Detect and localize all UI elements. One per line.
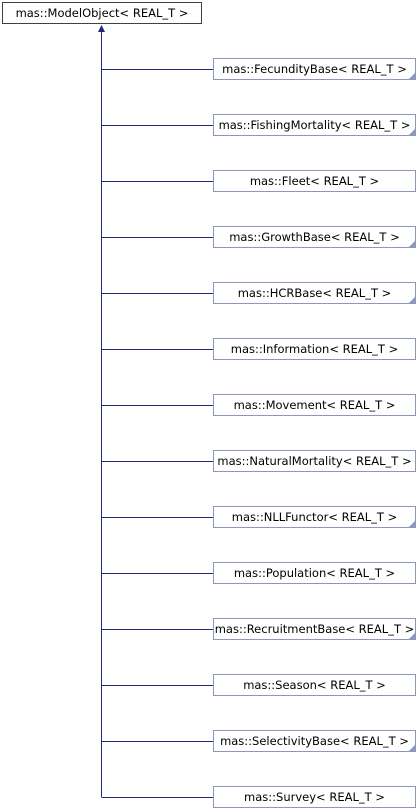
more-subclasses-marker	[409, 633, 415, 639]
derived-class-label: mas::Information< REAL_T >	[230, 342, 399, 356]
derived-class-node[interactable]: mas::FecundityBase< REAL_T >	[213, 58, 416, 80]
more-subclasses-marker	[409, 129, 415, 135]
derived-class-node[interactable]: mas::NaturalMortality< REAL_T >	[213, 450, 416, 472]
derived-class-node[interactable]: mas::Fleet< REAL_T >	[213, 170, 416, 192]
derived-class-label: mas::NaturalMortality< REAL_T >	[217, 454, 412, 468]
inheritance-edges	[98, 25, 213, 798]
derived-class-node[interactable]: mas::Season< REAL_T >	[213, 674, 416, 696]
derived-class-node[interactable]: mas::SelectivityBase< REAL_T >	[213, 730, 416, 752]
more-subclasses-marker	[409, 745, 415, 751]
derived-class-label: mas::FishingMortality< REAL_T >	[218, 118, 411, 132]
more-subclasses-marker	[409, 521, 415, 527]
derived-class-node[interactable]: mas::Information< REAL_T >	[213, 338, 416, 360]
root-class-node[interactable]: mas::ModelObject< REAL_T >	[2, 2, 202, 24]
derived-class-label: mas::RecruitmentBase< REAL_T >	[214, 622, 415, 636]
derived-class-label: mas::FecundityBase< REAL_T >	[222, 62, 407, 76]
derived-class-label: mas::Season< REAL_T >	[243, 678, 386, 692]
derived-class-label: mas::Movement< REAL_T >	[233, 398, 396, 412]
derived-class-label: mas::Fleet< REAL_T >	[249, 174, 380, 188]
derived-class-node[interactable]: mas::Survey< REAL_T >	[213, 786, 416, 808]
derived-class-label: mas::GrowthBase< REAL_T >	[229, 230, 400, 244]
more-subclasses-marker	[409, 73, 415, 79]
derived-class-label: mas::Survey< REAL_T >	[244, 790, 385, 804]
derived-class-node[interactable]: mas::Movement< REAL_T >	[213, 394, 416, 416]
derived-class-node[interactable]: mas::Population< REAL_T >	[213, 562, 416, 584]
derived-class-label: mas::SelectivityBase< REAL_T >	[220, 734, 409, 748]
derived-class-node[interactable]: mas::FishingMortality< REAL_T >	[213, 114, 416, 136]
derived-class-node[interactable]: mas::HCRBase< REAL_T >	[213, 282, 416, 304]
derived-class-label: mas::NLLFunctor< REAL_T >	[231, 510, 398, 524]
derived-class-label: mas::Population< REAL_T >	[233, 566, 396, 580]
more-subclasses-marker	[409, 241, 415, 247]
more-subclasses-marker	[409, 297, 415, 303]
derived-class-node[interactable]: mas::NLLFunctor< REAL_T >	[213, 506, 416, 528]
derived-class-label: mas::HCRBase< REAL_T >	[237, 286, 392, 300]
derived-class-node[interactable]: mas::GrowthBase< REAL_T >	[213, 226, 416, 248]
derived-class-node[interactable]: mas::RecruitmentBase< REAL_T >	[213, 618, 416, 640]
root-class-label: mas::ModelObject< REAL_T >	[15, 6, 189, 20]
inheritance-arrowhead	[98, 25, 105, 32]
